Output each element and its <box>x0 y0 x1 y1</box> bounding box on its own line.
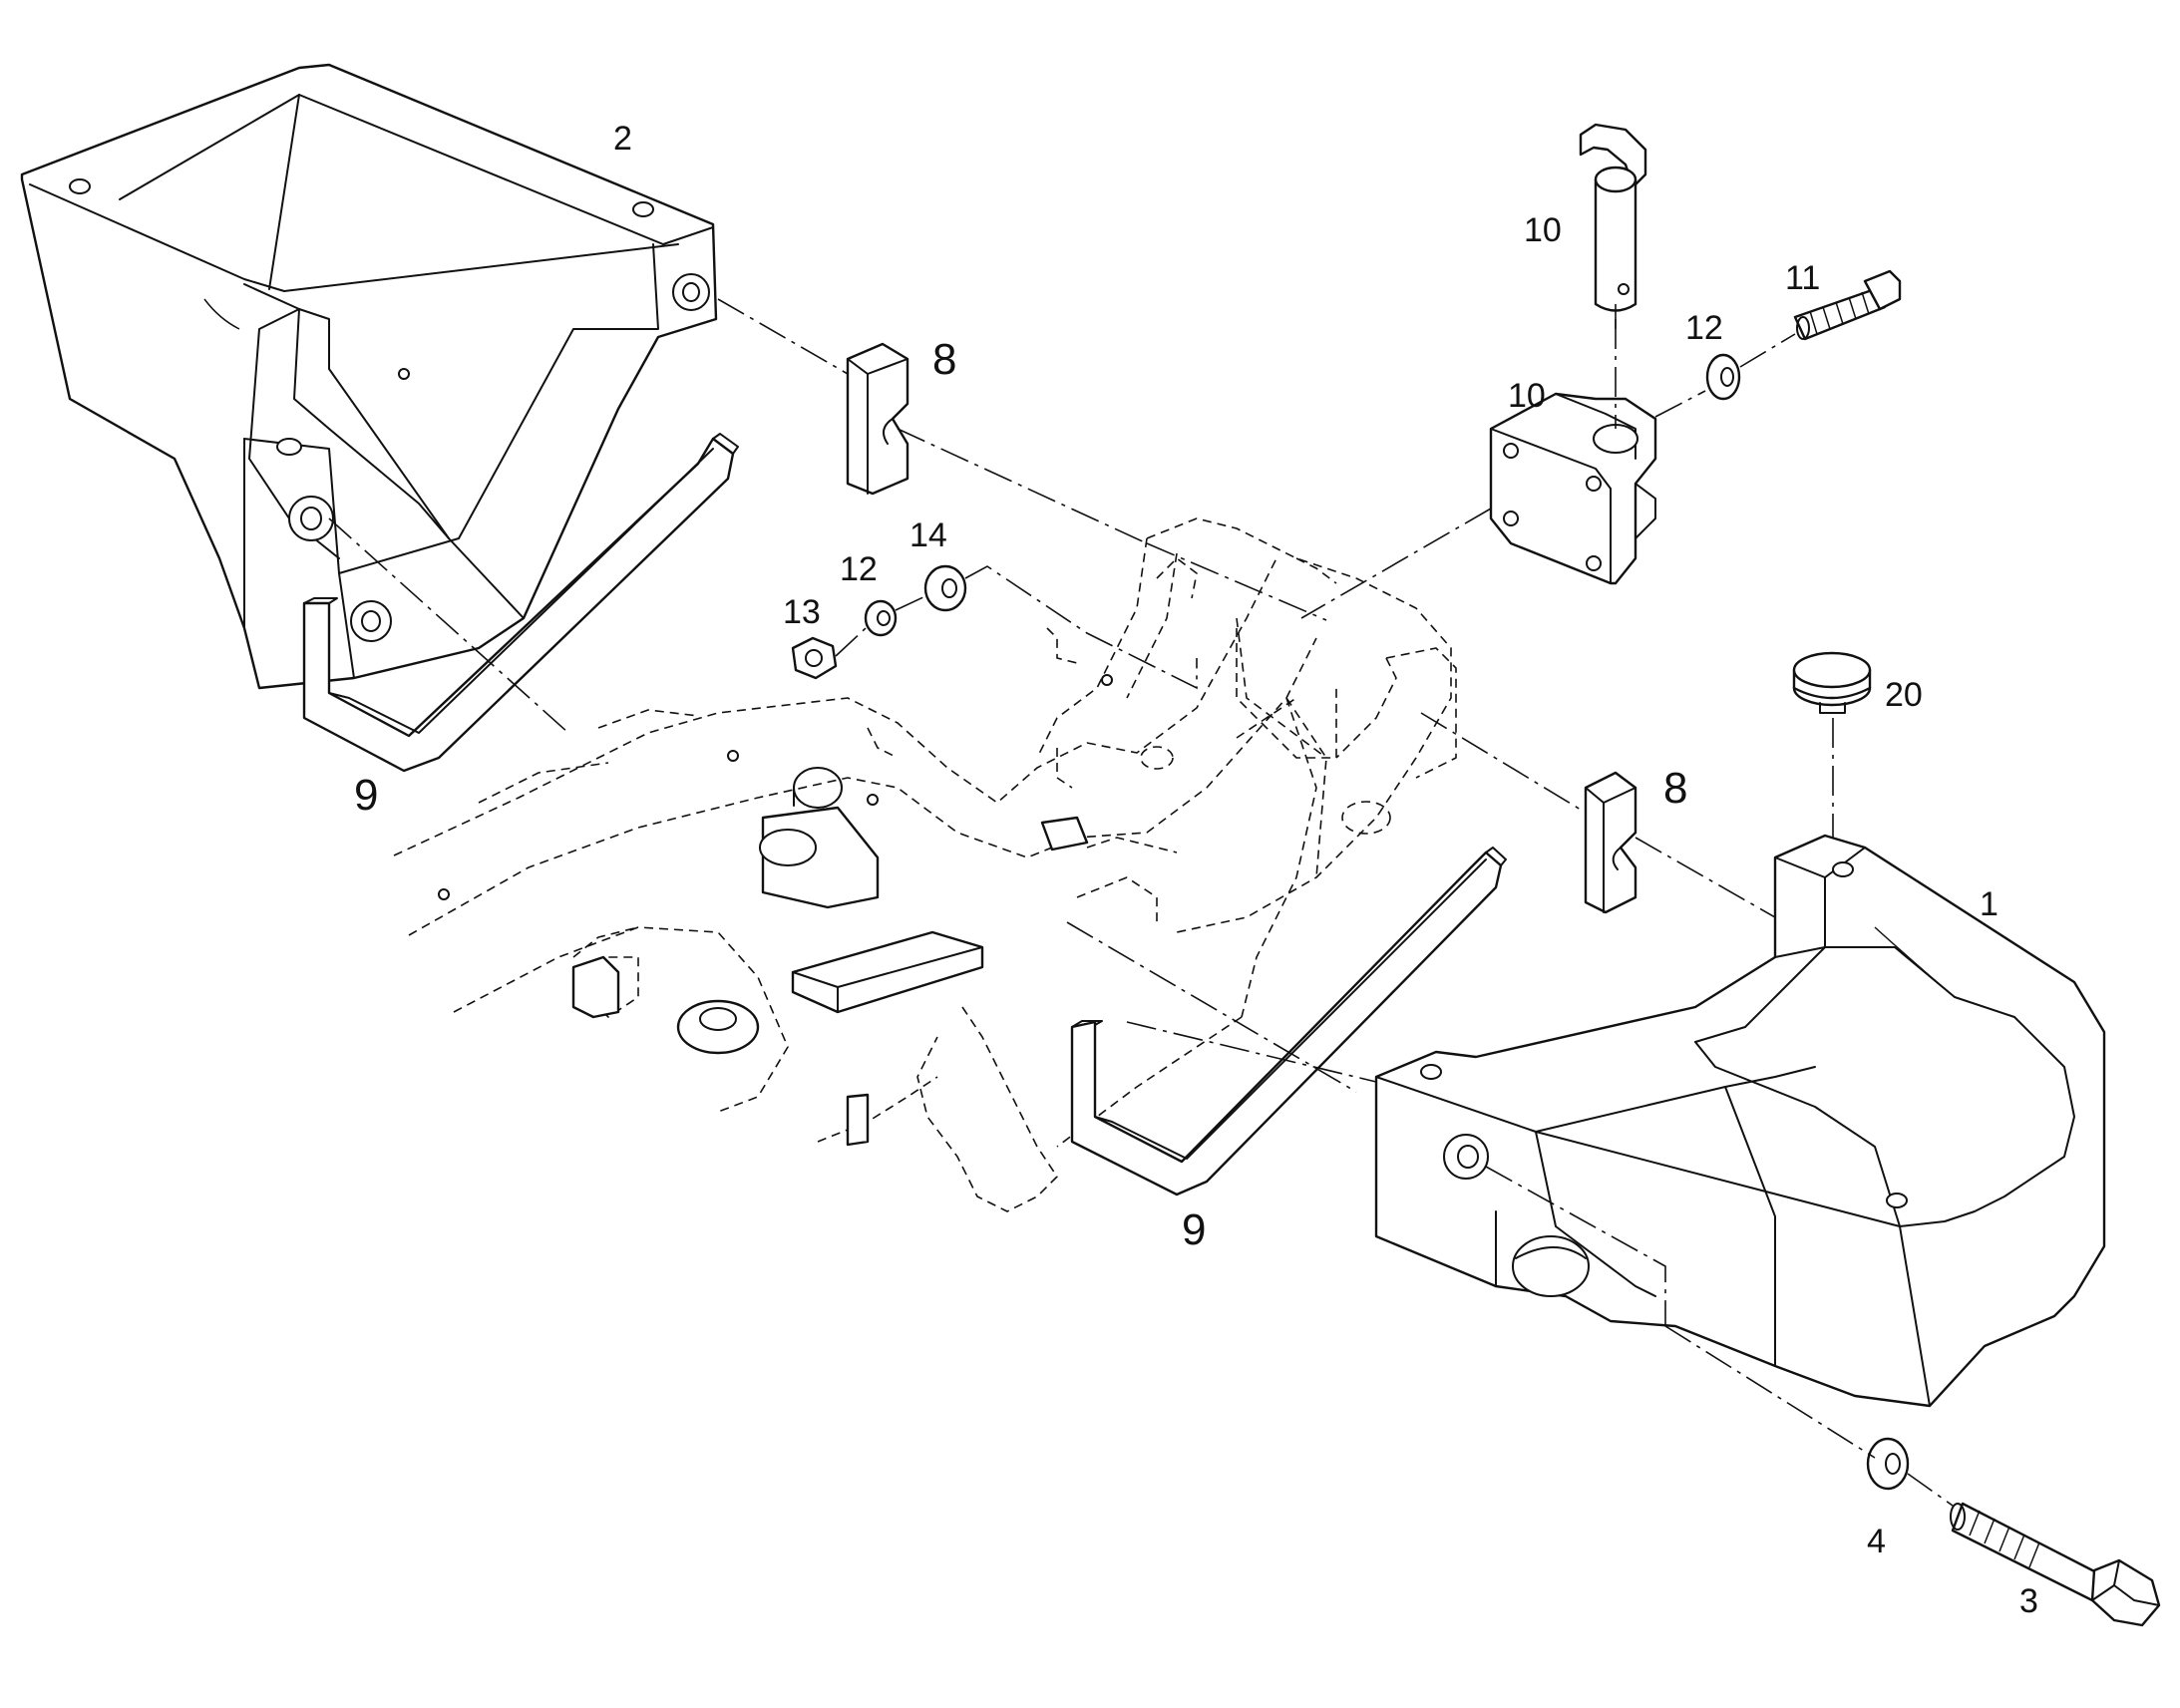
chassis-frame-hidden-outline <box>393 517 1457 1212</box>
callout-8-right: 8 <box>1663 764 1687 813</box>
bumper-strip-right <box>1070 847 1507 1196</box>
assembly-centerlines <box>328 298 1954 1507</box>
washer-top <box>1705 353 1741 401</box>
callout-20: 20 <box>1885 676 1923 714</box>
callout-12-middle: 12 <box>840 550 878 588</box>
spacer-block-left <box>846 342 909 496</box>
callout-13: 13 <box>783 593 821 631</box>
spacer-block-right <box>1584 771 1637 914</box>
callout-14: 14 <box>909 516 947 554</box>
callout-9-left: 9 <box>354 771 378 820</box>
callout-3: 3 <box>2019 1582 2038 1620</box>
bolt-large <box>1950 1502 2161 1627</box>
counterweight-left <box>20 63 718 690</box>
callout-8-left: 8 <box>932 335 956 384</box>
callout-12-top: 12 <box>1685 309 1723 347</box>
bumper-strip-left <box>302 433 739 773</box>
callout-1: 1 <box>1980 885 1998 923</box>
callout-2: 2 <box>613 120 632 158</box>
nut-and-washers <box>791 564 967 680</box>
cap-plug <box>1792 651 1872 867</box>
callout-10-bracket: 10 <box>1508 377 1546 415</box>
callout-11: 11 <box>1785 259 1820 297</box>
bolt-small <box>1793 269 1902 341</box>
callout-4: 4 <box>1867 1523 1886 1560</box>
callout-9-right: 9 <box>1182 1205 1206 1254</box>
callout-10-pin: 10 <box>1524 211 1562 249</box>
chassis-solid-details <box>438 674 1113 1147</box>
counterweight-right <box>1374 834 2106 1408</box>
hitch-bracket <box>1489 392 1657 585</box>
callout-labels: 2 10 11 12 10 8 14 12 13 20 8 1 9 9 4 3 <box>354 120 2038 1620</box>
lock-pin <box>1579 123 1647 429</box>
washer-bottom <box>1866 1437 1910 1491</box>
